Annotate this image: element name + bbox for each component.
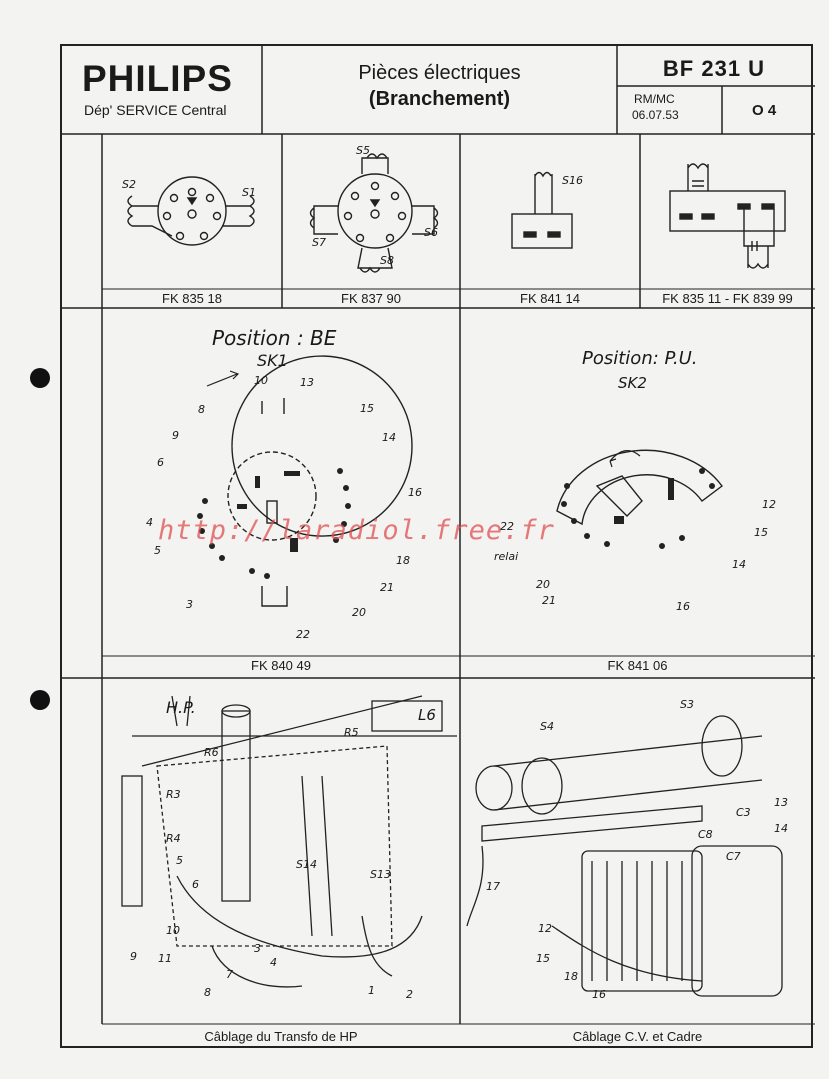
service-sheet: PHILIPS Dép' SERVICE Central Pièces élec… <box>60 44 815 1048</box>
c3-label: C3 <box>736 806 751 819</box>
sk1-position-title: Position : BE <box>212 326 337 350</box>
r5-label: R5 <box>344 726 359 739</box>
sk1-num-5: 5 <box>154 544 161 557</box>
punch-hole-top <box>30 368 50 388</box>
sk2-relai: relai <box>494 550 519 563</box>
page-number: O 4 <box>752 102 777 119</box>
hp-label: H.P. <box>166 698 196 717</box>
sk1-label: SK1 <box>257 351 288 370</box>
sk2-num-14: 14 <box>732 558 746 571</box>
sk1-num-8: 8 <box>198 403 205 416</box>
brand-logo: PHILIPS <box>82 58 233 99</box>
r4-label: R4 <box>166 832 181 845</box>
sk2-num-21: 21 <box>542 594 556 607</box>
caption-fk83511: FK 835 11 - FK 839 99 <box>662 291 793 306</box>
hp-num-10: 10 <box>166 924 180 937</box>
label-s6: S6 <box>424 226 438 239</box>
hp-num-9: 9 <box>130 950 137 963</box>
cv-num-16: 16 <box>592 988 606 1001</box>
caption-fk83790: FK 837 90 <box>341 291 401 306</box>
watermark-url: http://laradiol.free.fr <box>158 515 555 546</box>
cv-num-18: 18 <box>564 970 578 983</box>
sk1-num-10: 10 <box>254 374 268 387</box>
caption-fk84114: FK 841 14 <box>520 291 580 306</box>
diagram-fk83511 <box>669 163 786 269</box>
label-s16: S16 <box>562 174 583 187</box>
sk2-num-12: 12 <box>762 498 776 511</box>
cv-wiring-drawing <box>466 715 783 997</box>
cv-num-12: 12 <box>538 922 552 935</box>
sk1-num-20: 20 <box>352 606 366 619</box>
hp-num-2: 2 <box>406 988 413 1001</box>
label-s7: S7 <box>312 236 326 249</box>
diagram-fk83790 <box>309 153 439 273</box>
label-s5: S5 <box>356 144 370 157</box>
s14-label: S14 <box>296 858 317 871</box>
sk1-num-15: 15 <box>360 402 374 415</box>
sk2-num-16: 16 <box>676 600 690 613</box>
hp-num-8: 8 <box>204 986 211 999</box>
s3-label: S3 <box>680 698 694 711</box>
hp-num-7: 7 <box>226 968 233 981</box>
sk2-num-20: 20 <box>536 578 550 591</box>
department-label: Dép' SERVICE Central <box>84 102 227 118</box>
sk1-num-18: 18 <box>396 554 410 567</box>
sk1-num-4: 4 <box>146 516 153 529</box>
caption-sk1: FK 840 49 <box>251 658 311 673</box>
sk2-num-15: 15 <box>754 526 768 539</box>
diagram-fk83518 <box>127 176 255 246</box>
ref-code: RM/MC <box>634 92 675 106</box>
title-line1: Pièces électriques <box>358 62 521 84</box>
caption-fk83518: FK 835 18 <box>162 291 222 306</box>
sk1-num-3: 3 <box>186 598 193 611</box>
hp-num-3: 3 <box>254 942 261 955</box>
doc-date: 06.07.53 <box>632 108 679 122</box>
caption-sk2: FK 841 06 <box>607 658 668 673</box>
hp-num-11: 11 <box>158 952 172 965</box>
title-line2: (Branchement) <box>368 88 511 110</box>
s4-label: S4 <box>540 720 554 733</box>
sk2-position-title: Position: P.U. <box>582 348 698 369</box>
label-s1: S1 <box>242 186 256 199</box>
c7-label: C7 <box>726 850 741 863</box>
hp-num-5: 5 <box>176 854 183 867</box>
sk1-num-16: 16 <box>408 486 422 499</box>
sk1-num-9: 9 <box>172 429 179 442</box>
model-number: BF 231 U <box>662 56 766 81</box>
hp-wiring-drawing <box>121 695 457 988</box>
label-s2: S2 <box>122 178 136 191</box>
punch-hole-bottom <box>30 690 50 710</box>
sk1-num-13: 13 <box>300 376 314 389</box>
switch-sk2-diagram <box>556 449 723 549</box>
sk2-num-22: 22 <box>500 520 514 533</box>
hp-num-1: 1 <box>368 984 375 997</box>
label-s8: S8 <box>380 254 394 267</box>
diagram-fk84114 <box>511 171 573 249</box>
c8-label: C8 <box>698 828 713 841</box>
caption-hp-wiring: Câblage du Transfo de HP <box>204 1029 358 1044</box>
hp-num-6: 6 <box>192 878 199 891</box>
caption-cv-wiring: Câblage C.V. et Cadre <box>572 1029 703 1044</box>
cv-num-13: 13 <box>774 796 788 809</box>
cv-num-14: 14 <box>774 822 788 835</box>
r3-label: R3 <box>166 788 181 801</box>
sk1-num-6: 6 <box>157 456 164 469</box>
sheet-grid <box>62 46 815 1025</box>
sk1-num-21: 21 <box>380 581 394 594</box>
s13-label: S13 <box>370 868 391 881</box>
r6-label: R6 <box>204 746 219 759</box>
sk1-num-14: 14 <box>382 431 396 444</box>
sk1-num-22: 22 <box>296 628 310 641</box>
cv-num-15: 15 <box>536 952 550 965</box>
cv-num-17: 17 <box>486 880 500 893</box>
l6-label: L6 <box>418 706 436 724</box>
hp-num-4: 4 <box>270 956 277 969</box>
sk2-label: SK2 <box>618 374 647 392</box>
switch-sk1-diagram <box>197 355 413 607</box>
